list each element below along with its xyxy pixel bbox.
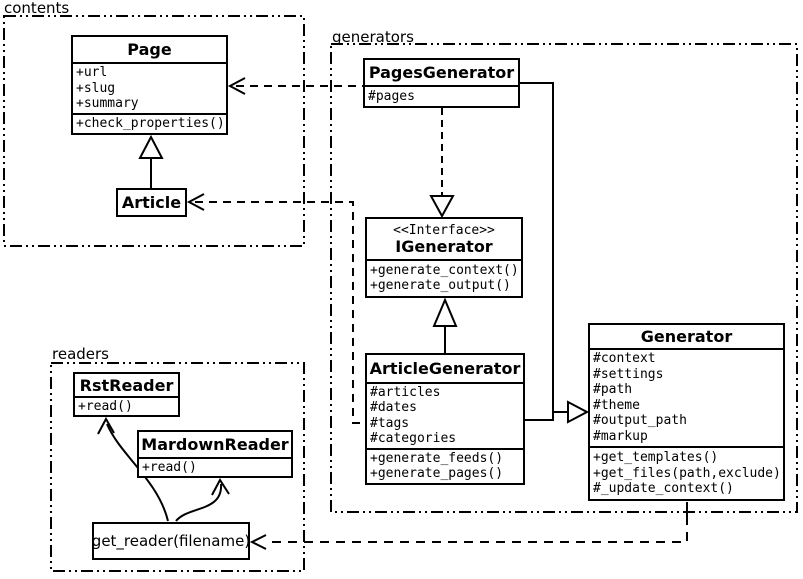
attributes-compartment: #context #settings #path #theme #output_… [590, 348, 783, 446]
class-box-igenerator: <<Interface>> IGenerator +generate_conte… [365, 217, 523, 298]
class-box-articlegenerator: ArticleGenerator #articles #dates #tags … [365, 353, 525, 485]
attributes-compartment: +url +slug +summary [73, 62, 226, 113]
generator-inheritance-triangle [568, 402, 587, 422]
attribute: #theme [593, 397, 640, 413]
readers-package-border [51, 363, 304, 571]
attribute: #output_path [593, 413, 687, 429]
attributes-compartment: #pages [365, 85, 518, 106]
class-name: IGenerator [395, 236, 493, 256]
methods-compartment: +get_templates() +get_files(path,exclude… [590, 446, 783, 499]
class-title: Page [127, 40, 172, 59]
articlegenerator-to-generator-line [525, 412, 553, 420]
attribute: #markup [593, 428, 648, 444]
methods-compartment: +generate_context() +generate_output() [367, 259, 521, 296]
attribute: #categories [370, 430, 457, 446]
contents-package-label: contents [4, 0, 70, 17]
generators-package-label: generators [332, 28, 414, 46]
class-box-generator: Generator #context #settings #path #them… [588, 323, 785, 501]
mardownreader-arrowhead [212, 480, 229, 495]
contents-package-border [4, 16, 304, 246]
class-stereotype: <<Interface>> [393, 222, 495, 238]
method: +generate_context() [370, 262, 519, 278]
attribute: +summary [76, 95, 139, 111]
class-title: RstReader [79, 375, 174, 395]
article-dependency-arrowhead [189, 194, 204, 210]
getreader-dependency-arrowhead [252, 535, 266, 549]
class-box-rstreader: RstReader +read() [73, 372, 180, 417]
method: +generate_output() [370, 278, 511, 294]
method: #_update_context() [593, 481, 734, 497]
generator-to-getreader-dependency-line [268, 516, 687, 542]
attribute: #path [593, 382, 633, 398]
article-to-page-inheritance-triangle [140, 137, 162, 158]
method: +read() [78, 398, 133, 414]
attributes-compartment: #articles #dates #tags #categories [367, 382, 523, 448]
methods-compartment: +generate_feeds() +generate_pages() [367, 448, 523, 483]
class-box-page: Page +url +slug +summary +check_properti… [71, 35, 228, 135]
methods-compartment: +check_properties() [73, 113, 226, 133]
attribute: #dates [370, 400, 417, 416]
igenerator-top-triangle [431, 196, 453, 216]
class-title: Generator [640, 327, 733, 346]
method: +read() [142, 459, 197, 475]
attribute: #tags [370, 415, 410, 431]
method: +get_files(path,exclude) [593, 465, 781, 481]
attribute: +url [76, 65, 108, 81]
attribute: #context [593, 351, 656, 367]
class-box-mardownreader: MardownReader +read() [137, 430, 293, 478]
method: +get_templates() [593, 449, 719, 465]
attribute: +slug [76, 80, 116, 96]
method: +generate_pages() [370, 466, 504, 481]
attribute: #pages [368, 88, 415, 104]
class-title: PagesGenerator [368, 63, 515, 82]
igenerator-bottom-triangle [434, 300, 456, 326]
generators-package-border [331, 44, 797, 512]
method: +generate_feeds() [370, 451, 504, 466]
rstreader-arrowhead [98, 419, 114, 434]
class-title: MardownReader [141, 435, 289, 454]
class-title: Article [121, 193, 182, 212]
class-box-article: Article [116, 188, 187, 217]
attribute: #settings [593, 366, 664, 382]
class-box-pagesgenerator: PagesGenerator #pages [363, 58, 520, 108]
class-title: <<Interface>> IGenerator [367, 219, 521, 259]
get-reader-box: get_reader(filename) [92, 522, 250, 560]
getreader-to-mardownreader-curve [176, 484, 221, 521]
page-dependency-arrowhead [230, 78, 245, 94]
articlegenerator-to-article-dependency-line [195, 202, 365, 423]
attribute: #articles [370, 385, 441, 401]
readers-package-label: readers [52, 345, 109, 363]
methods-compartment: +read() [75, 396, 178, 415]
class-title: ArticleGenerator [369, 359, 521, 378]
method: +check_properties() [76, 116, 225, 131]
methods-compartment: +read() [139, 457, 291, 476]
pagesgenerator-to-generator-line [520, 83, 568, 412]
